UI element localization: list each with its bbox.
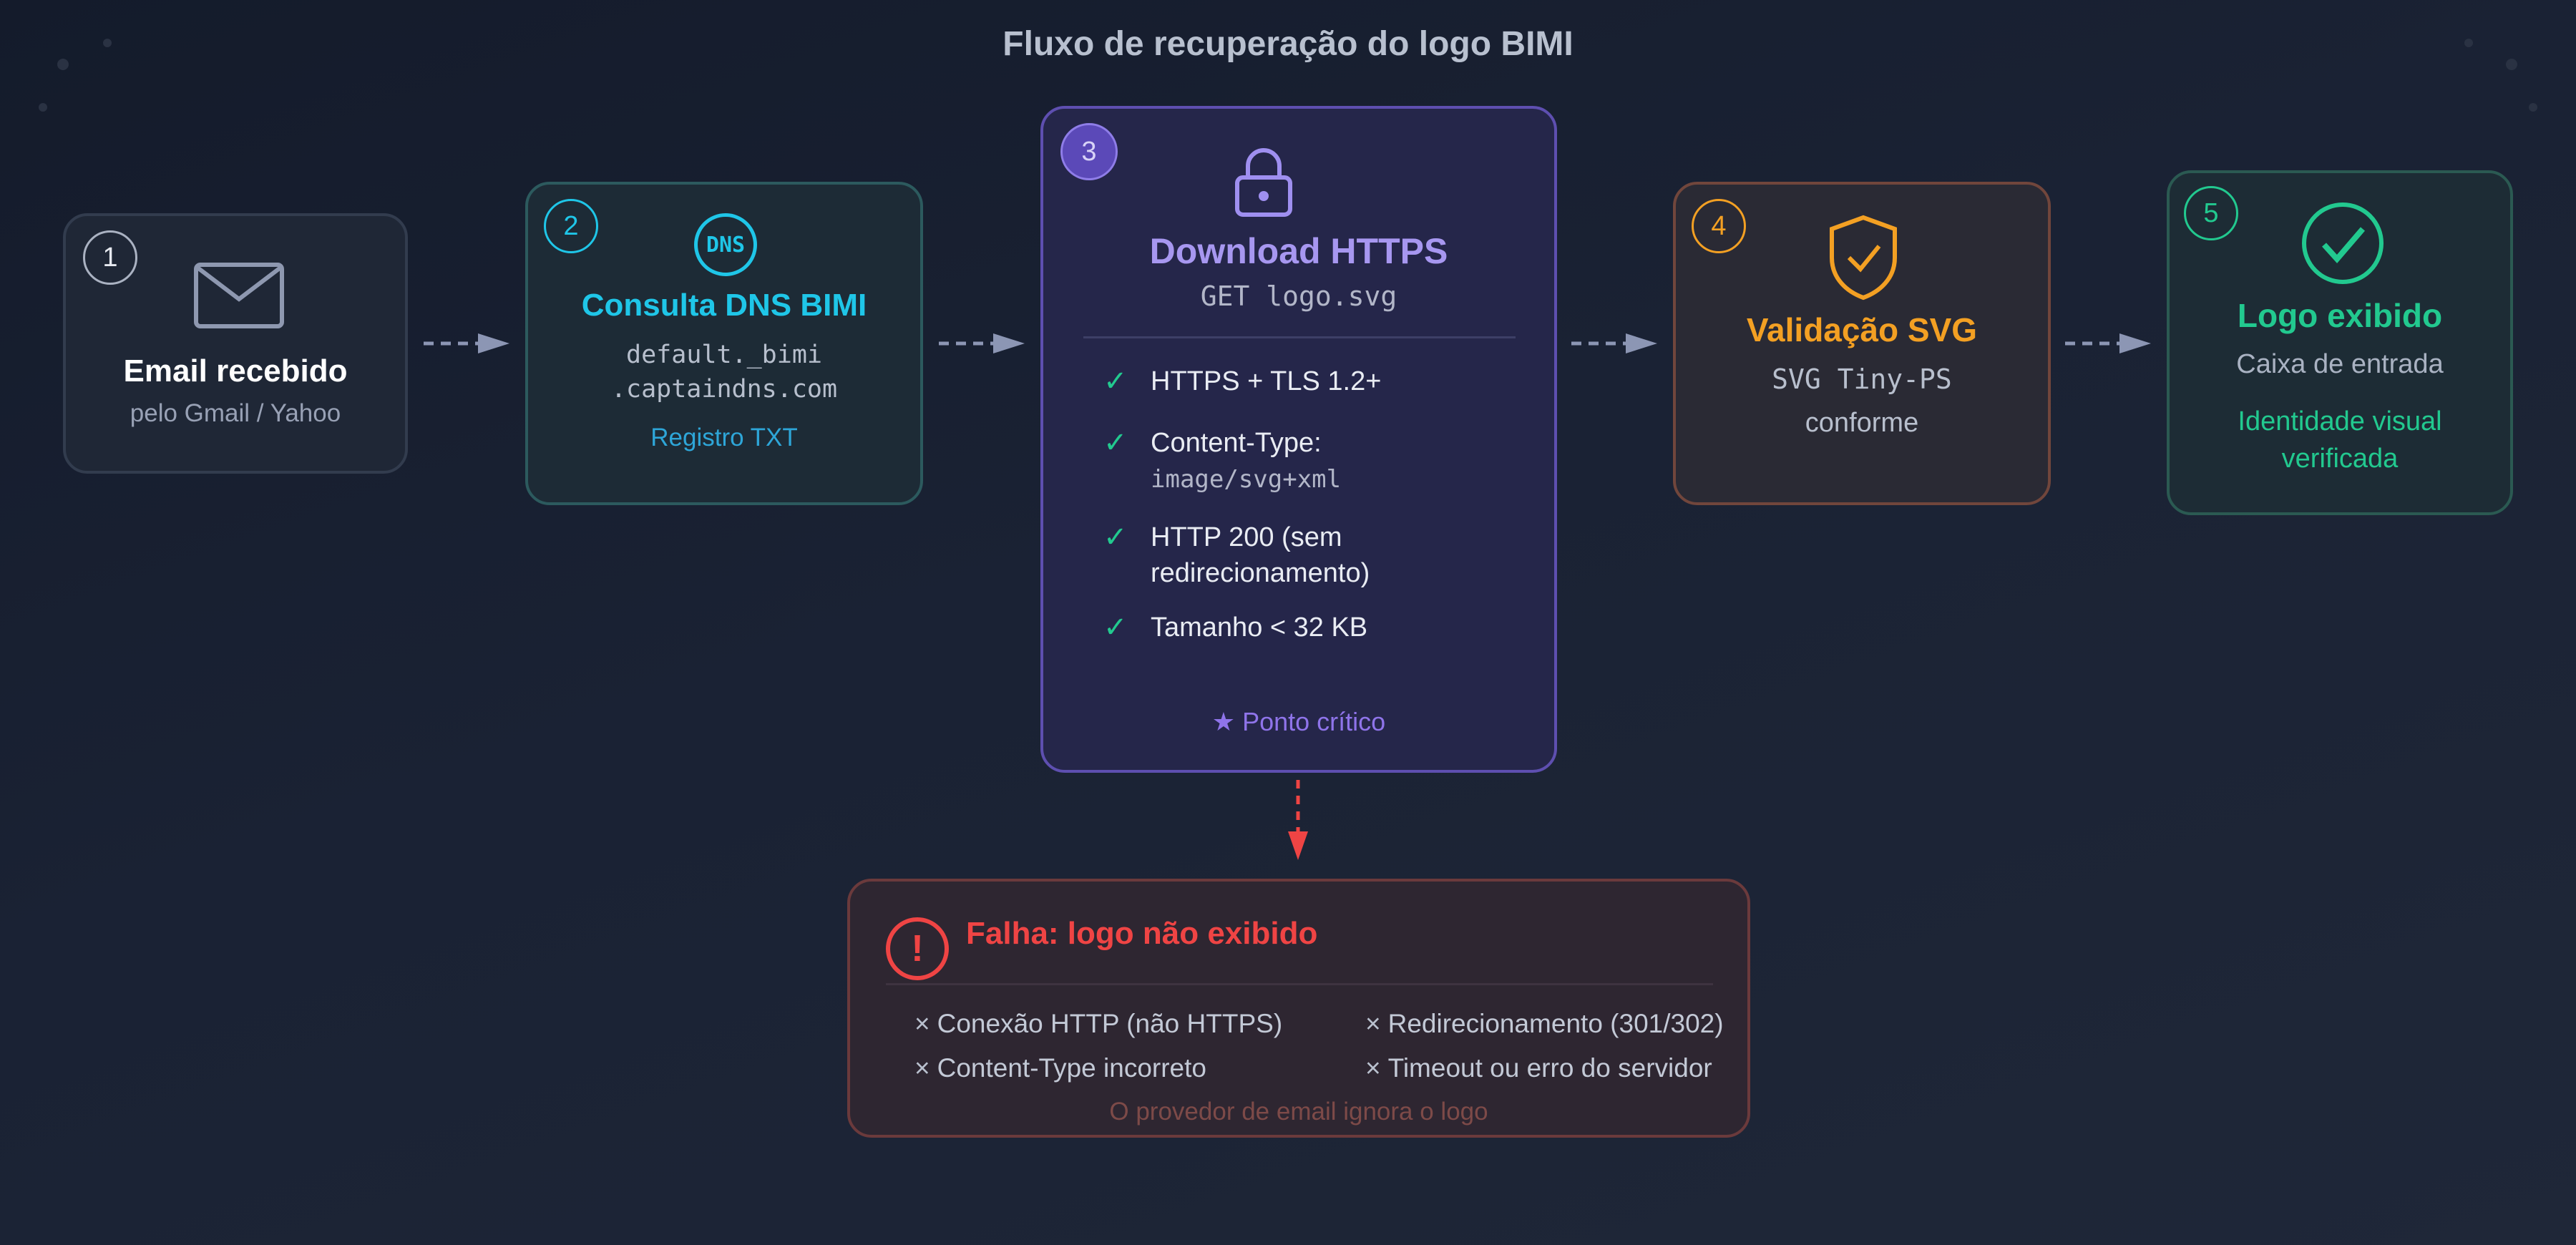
svg-profile-label: SVG Tiny-PS	[1772, 363, 1952, 395]
divider	[1083, 336, 1516, 338]
failure-title: Falha: logo não exibido	[966, 916, 1318, 951]
step-subtitle: pelo Gmail / Yahoo	[130, 399, 341, 427]
failure-reason: ×Redirecionamento (301/302)	[1365, 1009, 1724, 1038]
check-icon: ✓	[1103, 612, 1128, 643]
dns-record-name-line-1: default._bimi	[626, 341, 822, 369]
step-number-badge: 4	[1692, 199, 1746, 253]
cross-icon: ×	[1365, 1053, 1381, 1083]
flow-arrow	[1571, 333, 1657, 353]
shield-check-icon	[1830, 215, 1897, 301]
cross-icon: ×	[914, 1009, 930, 1038]
step-title: Download HTTPS	[1149, 231, 1448, 271]
step-dns-query-card: 2 DNS Consulta DNS BIMI default._bimi .c…	[525, 182, 923, 505]
diagram-title: Fluxo de recuperação do logo BIMI	[1002, 25, 1574, 63]
check-icon: ✓	[1103, 427, 1128, 459]
record-type-label: Registro TXT	[650, 424, 798, 451]
decorative-dots	[39, 39, 2537, 112]
http-request-line: GET logo.svg	[1200, 280, 1397, 312]
check-icon: ✓	[1103, 366, 1128, 397]
dns-icon: DNS	[694, 213, 757, 276]
critical-point-label: ★ Ponto crítico	[1211, 707, 1386, 736]
cross-icon: ×	[914, 1053, 930, 1083]
check-circle-icon	[2302, 202, 2384, 284]
step-subtitle: Caixa de entrada	[2236, 349, 2444, 379]
failure-card: ! Falha: logo não exibido ×Conexão HTTP …	[847, 879, 1750, 1138]
lock-icon	[1235, 148, 1292, 217]
step-logo-displayed-card: 5 Logo exibido Caixa de entrada Identida…	[2167, 170, 2513, 515]
failure-reason: ×Content-Type incorreto	[914, 1053, 1206, 1083]
requirement-item: Tamanho < 32 KB	[1151, 612, 1368, 643]
star-icon: ★	[1211, 707, 1236, 736]
verified-identity-line-1: Identidade visual	[2238, 406, 2442, 436]
svg-status-label: conforme	[1805, 408, 1919, 438]
failure-reason: ×Conexão HTTP (não HTTPS)	[914, 1009, 1283, 1038]
requirement-item: Content-Type: image/svg+xml	[1151, 428, 1342, 494]
flow-arrow	[424, 333, 509, 353]
check-icon: ✓	[1103, 522, 1128, 553]
step-title: Logo exibido	[2237, 297, 2443, 334]
divider	[886, 983, 1713, 985]
failure-reason: ×Timeout ou erro do servidor	[1365, 1053, 1712, 1083]
requirement-item: HTTPS + TLS 1.2+	[1151, 366, 1382, 396]
step-number-badge: 2	[544, 199, 598, 253]
flow-arrow	[2065, 333, 2151, 353]
step-title: Consulta DNS BIMI	[581, 288, 867, 323]
step-svg-validation-card: 4 Validação SVG SVG Tiny-PS conforme	[1673, 182, 2051, 505]
step-email-received-card: 1 Email recebido pelo Gmail / Yahoo	[63, 213, 408, 474]
step-number-badge: 5	[2184, 186, 2238, 240]
flow-arrow	[939, 333, 1025, 353]
step-https-download-card: 3 Download HTTPS GET logo.svg ✓ HTTPS + …	[1040, 106, 1557, 773]
exclamation-icon: !	[886, 917, 949, 980]
requirement-item: HTTP 200 (sem redirecionamento)	[1151, 522, 1370, 588]
cross-icon: ×	[1365, 1009, 1381, 1038]
verified-identity-line-2: verificada	[2281, 444, 2399, 474]
step-title: Email recebido	[123, 353, 348, 389]
dns-record-name-line-2: .captaindns.com	[610, 375, 838, 404]
step-number-badge: 1	[83, 230, 137, 285]
step-number-badge: 3	[1060, 123, 1118, 180]
envelope-icon	[194, 263, 284, 328]
failure-arrow	[1288, 780, 1308, 860]
failure-footer: O provedor de email ignora o logo	[1109, 1098, 1488, 1126]
step-title: Validação SVG	[1746, 311, 1978, 348]
